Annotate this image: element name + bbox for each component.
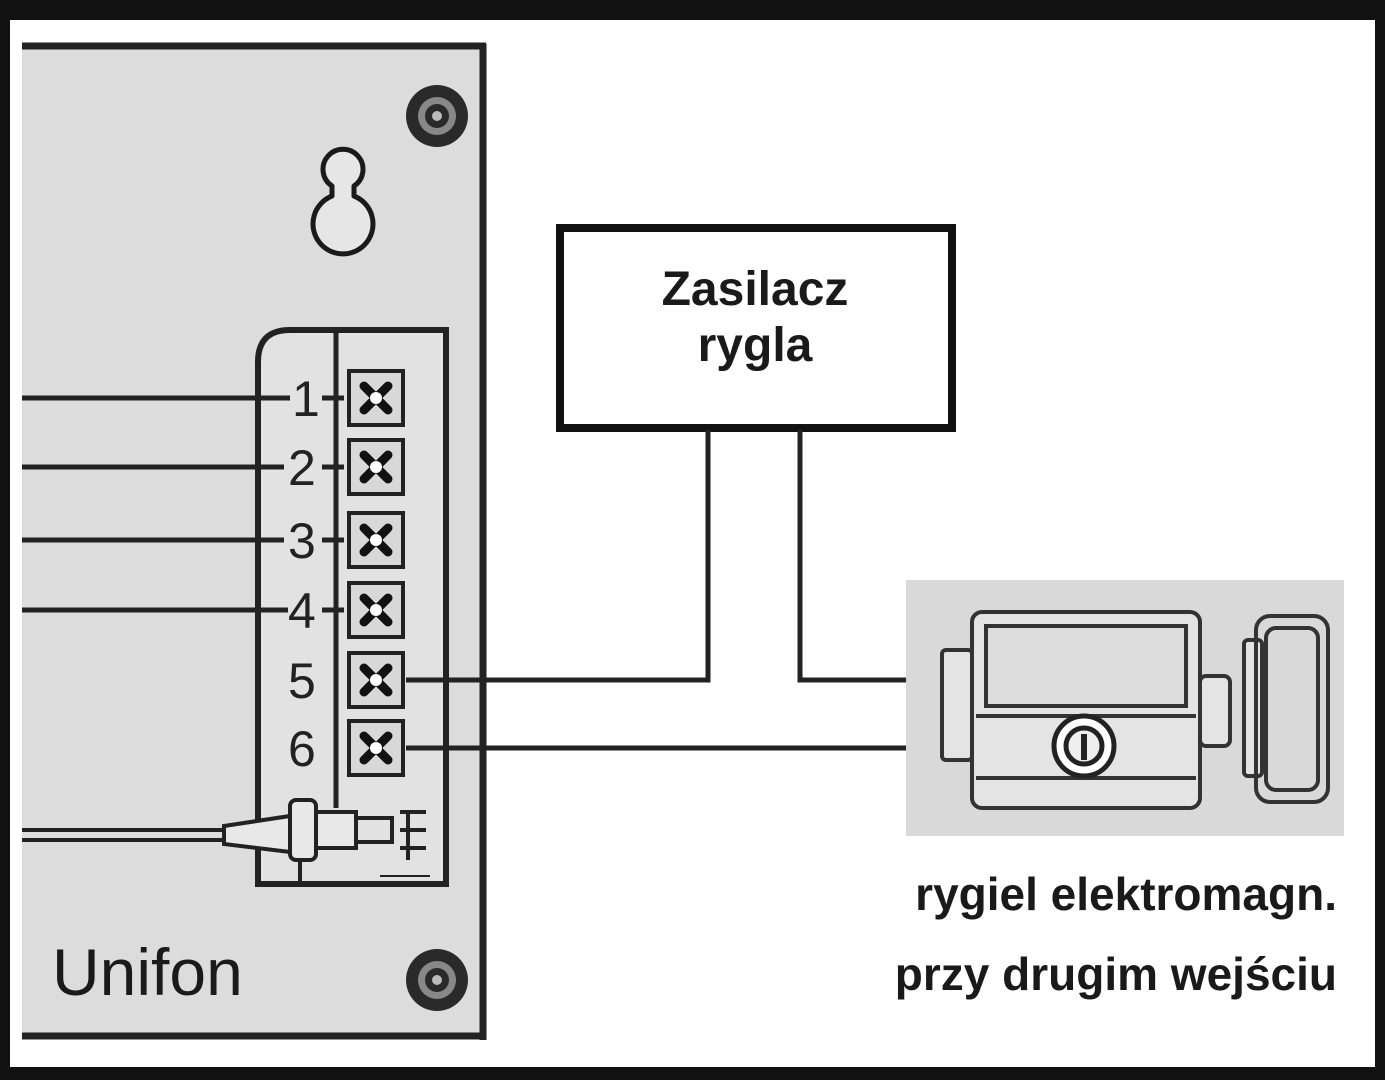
terminal-screw-icon — [347, 581, 405, 639]
terminal-screw-icon — [347, 511, 405, 569]
power-supply-box — [556, 224, 956, 432]
top-bar — [0, 0, 1385, 20]
terminal-screw-icon — [347, 651, 405, 709]
lock-caption-line1: rygiel elektromagn. — [915, 868, 1337, 920]
terminal-number-3: 3 — [288, 513, 316, 569]
terminal-number-4: 4 — [288, 583, 316, 639]
electromagnetic-lock-icon — [906, 580, 1344, 836]
lock-caption-line2: przy drugim wejściu — [894, 948, 1337, 1000]
cable-connector-icon — [22, 798, 430, 884]
terminal-number-5: 5 — [288, 653, 316, 709]
power-supply-title-line2: rygla — [697, 319, 813, 372]
lock-wires — [406, 430, 910, 751]
screw-icon — [406, 949, 468, 1011]
terminal-number-2: 2 — [288, 440, 316, 496]
terminal-number-6: 6 — [288, 721, 316, 777]
terminal-screw-icon — [347, 369, 405, 427]
power-supply-title: Zasilacz rygla — [560, 262, 950, 374]
power-supply-title-line1: Zasilacz — [661, 263, 849, 316]
screw-icon — [406, 85, 468, 147]
terminal-screws — [347, 369, 405, 777]
terminal-screw-icon — [347, 438, 405, 496]
terminal-number-1: 1 — [292, 371, 320, 427]
unifon-label: Unifon — [52, 935, 243, 1009]
terminal-screw-icon — [347, 719, 405, 777]
input-wires — [22, 395, 344, 613]
keyhole-icon — [310, 146, 376, 257]
